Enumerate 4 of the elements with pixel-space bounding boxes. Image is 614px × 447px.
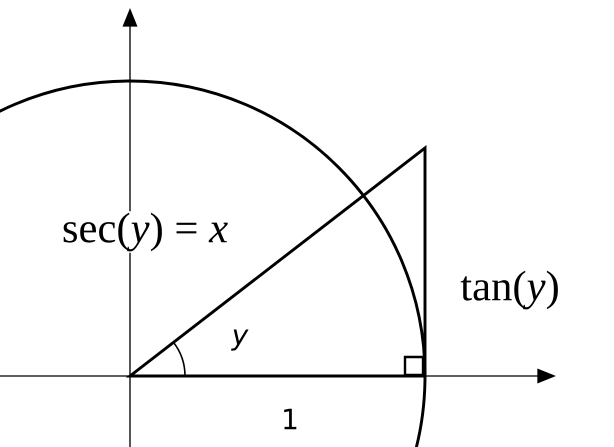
formula-label: sec(y) = x [60,211,230,253]
formula-label: tan(y) [460,270,558,310]
angle-label: y [231,329,249,351]
length-label: 1 [284,408,296,430]
